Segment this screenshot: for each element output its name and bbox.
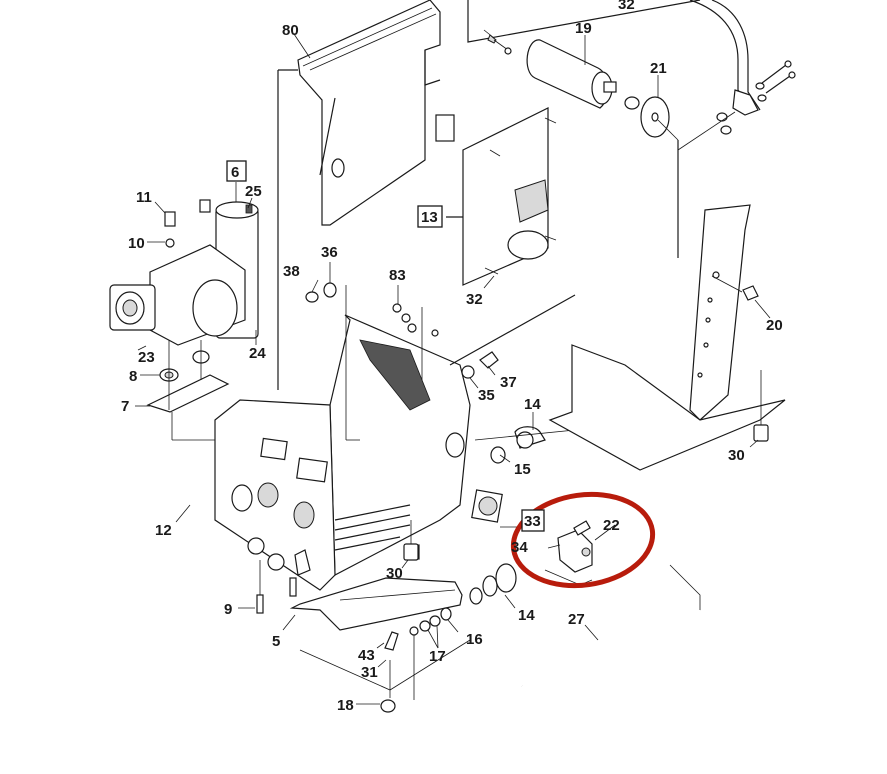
callout-9: 9 [224, 601, 232, 618]
callout-32-top: 32 [618, 0, 635, 13]
wire-feeder-part-6 [109, 199, 259, 346]
callout-8: 8 [129, 368, 137, 385]
callout-13-boxed: 13 [417, 205, 443, 228]
callout-38: 38 [283, 263, 300, 280]
callout-25: 25 [245, 183, 262, 200]
frame-bracket [548, 204, 786, 471]
callout-43: 43 [358, 647, 375, 664]
callout-19: 19 [575, 20, 592, 37]
leader-lines [135, 33, 771, 705]
circuit-board-part-13 [446, 107, 557, 286]
callout-34: 34 [511, 539, 528, 556]
callout-24: 24 [249, 345, 266, 362]
callout-33-boxed: 33 [521, 509, 545, 532]
callout-31: 31 [361, 664, 378, 681]
capacitor-part-19 [526, 39, 679, 258]
callout-12: 12 [155, 522, 172, 539]
callout-6-boxed: 6 [226, 160, 247, 182]
lower-hardware [256, 520, 517, 713]
callout-21: 21 [650, 60, 667, 77]
callout-labels: 80 32 19 21 6 25 11 10 13 32 36 38 83 20… [121, 0, 783, 714]
callout-20: 20 [766, 317, 783, 334]
callout-15: 15 [514, 461, 531, 478]
callout-30-lower: 30 [386, 565, 403, 582]
callout-5: 5 [272, 633, 280, 650]
svg-text:6: 6 [231, 164, 239, 181]
callout-10: 10 [128, 235, 145, 252]
cable-part-27 [521, 564, 701, 696]
callout-22: 22 [603, 517, 620, 534]
bolts-top-right [677, 60, 796, 151]
callout-7: 7 [121, 398, 129, 415]
chassis-hardware [305, 282, 576, 464]
svg-text:13: 13 [421, 209, 438, 226]
main-chassis [214, 314, 503, 591]
callout-83: 83 [389, 267, 406, 284]
svg-text:33: 33 [524, 513, 541, 530]
callout-11: 11 [136, 189, 152, 206]
handle-bar-part [467, 0, 761, 116]
callout-16: 16 [466, 631, 483, 648]
callout-37: 37 [500, 374, 517, 391]
callout-32-board: 32 [466, 291, 483, 308]
callout-14-lower: 14 [518, 607, 535, 624]
mounting-parts-7-8 [146, 340, 235, 441]
callout-30-right: 30 [728, 447, 745, 464]
callout-18: 18 [337, 697, 354, 714]
callout-14-upper: 14 [524, 396, 541, 413]
callout-36: 36 [321, 244, 338, 261]
callout-17: 17 [429, 648, 446, 665]
callout-27: 27 [568, 611, 585, 628]
highlight-circle [510, 491, 656, 589]
callout-23: 23 [138, 349, 155, 366]
callout-80: 80 [282, 22, 299, 39]
callout-35: 35 [478, 387, 495, 404]
vent-slots [334, 504, 411, 551]
side-panel-part-80 [277, 0, 455, 390]
